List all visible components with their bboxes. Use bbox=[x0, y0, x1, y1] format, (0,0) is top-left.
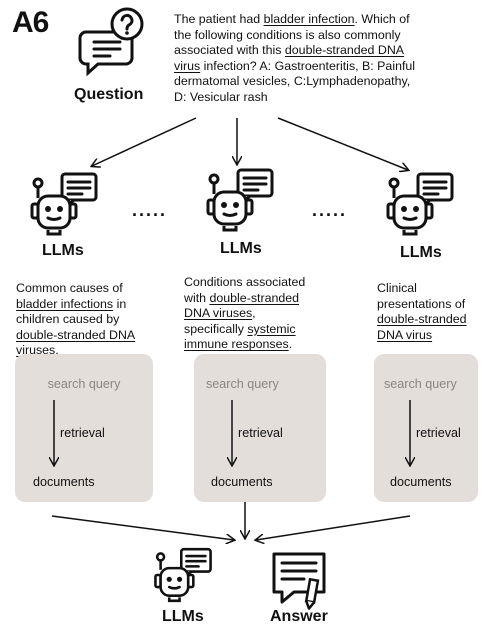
question-line: D: Vesicular rash bbox=[174, 90, 474, 106]
text-segment: infection? A: Gastroenteritis, B: Painfu… bbox=[200, 58, 416, 73]
text-segment: in bbox=[113, 296, 127, 311]
llm-robot-icon-2 bbox=[204, 168, 276, 232]
search-query-label: search query bbox=[384, 377, 457, 391]
question-chat-icon bbox=[78, 7, 144, 77]
underlined-term: double-stranded bbox=[209, 290, 300, 305]
subquery-line: DNA viruses, bbox=[184, 306, 305, 322]
underlined-term: virus bbox=[174, 58, 201, 73]
answer-label: Answer bbox=[270, 608, 328, 625]
subquery-line: Conditions associated bbox=[184, 275, 305, 291]
search-query-label: search query bbox=[47, 377, 121, 391]
question-line: dermatomal vesicles, C:Lymphadenopathy, bbox=[174, 74, 474, 90]
text-segment: associated with this bbox=[174, 43, 285, 58]
retrieval-box-3: search query retrieval documents bbox=[374, 354, 478, 502]
final-llm-robot-icon bbox=[152, 546, 214, 604]
retrieval-box-2: search query retrieval documents bbox=[194, 354, 326, 502]
text-segment: children caused by bbox=[16, 312, 120, 327]
underlined-term: double-stranded bbox=[377, 312, 467, 327]
text-segment: . Which of bbox=[354, 12, 410, 26]
question-text: The patient had bladder infection. Which… bbox=[174, 12, 474, 106]
underlined-term: viruses bbox=[16, 343, 56, 358]
retrieval-label: retrieval bbox=[60, 426, 105, 440]
subquery-line: specifically systemic bbox=[184, 322, 305, 338]
text-segment: dermatomal vesicles, C:Lymphadenopathy, bbox=[174, 74, 411, 89]
text-segment: with bbox=[184, 290, 210, 305]
documents-label: documents bbox=[390, 475, 452, 489]
subquery-line: double-stranded bbox=[377, 312, 467, 328]
final-llm-label: LLMs bbox=[162, 608, 204, 625]
underlined-term: immune responses bbox=[184, 337, 289, 352]
llm-robot-icon-3 bbox=[384, 172, 456, 236]
underlined-term: double-stranded DNA bbox=[16, 327, 136, 342]
subquery-line: children caused by bbox=[16, 312, 135, 328]
question-line: The patient had bladder infection. Which… bbox=[174, 12, 474, 28]
figure-tag: A6 bbox=[12, 6, 49, 39]
text-segment: . bbox=[55, 343, 59, 358]
llm-label-1: LLMs bbox=[42, 242, 84, 259]
subquery-line: Clinical bbox=[377, 281, 467, 297]
documents-label: documents bbox=[211, 475, 273, 489]
search-query-label: search query bbox=[206, 377, 279, 391]
retrieval-box-1: search query retrieval documents bbox=[15, 354, 153, 502]
retrieval-label: retrieval bbox=[416, 426, 461, 440]
underlined-term: double-stranded DNA bbox=[284, 43, 405, 58]
text-segment: . bbox=[288, 337, 293, 352]
text-segment: presentations of bbox=[377, 296, 466, 311]
documents-label: documents bbox=[33, 475, 95, 489]
subquery-line: Common causes of bbox=[16, 281, 135, 297]
subquery-line: viruses. bbox=[16, 343, 135, 359]
subquery-line: with double-stranded bbox=[184, 291, 305, 307]
underlined-term: DNA viruses bbox=[184, 306, 253, 321]
underlined-term: DNA virus bbox=[377, 327, 433, 342]
answer-document-icon bbox=[272, 552, 326, 610]
llm-label-3: LLMs bbox=[400, 244, 442, 261]
subquery-line: immune responses. bbox=[184, 337, 305, 353]
question-label: Question bbox=[74, 86, 144, 103]
text-segment: , bbox=[252, 306, 256, 321]
text-segment: the following conditions is also commonl… bbox=[174, 27, 401, 42]
question-line: virus infection? A: Gastroenteritis, B: … bbox=[174, 59, 474, 75]
underlined-term: bladder infection bbox=[263, 12, 355, 26]
subquery-line: double-stranded DNA bbox=[16, 328, 135, 344]
llm-robot-icon-1 bbox=[28, 172, 100, 236]
subquery-line: presentations of bbox=[377, 297, 467, 313]
ellipsis-1: ..... bbox=[132, 200, 168, 220]
text-segment: specifically bbox=[184, 321, 248, 336]
text-segment: Common causes of bbox=[16, 281, 123, 295]
llm-label-2: LLMs bbox=[220, 240, 262, 257]
subquery-line: bladder infections in bbox=[16, 297, 135, 313]
subquery-line: DNA virus bbox=[377, 328, 467, 344]
text-segment: D: Vesicular rash bbox=[174, 89, 268, 104]
question-line: associated with this double-stranded DNA bbox=[174, 43, 474, 59]
text-segment: The patient had bbox=[174, 12, 264, 26]
underlined-term: systemic bbox=[247, 321, 296, 336]
underlined-term: bladder infections bbox=[16, 296, 114, 311]
text-segment: Conditions associated bbox=[184, 275, 306, 289]
ellipsis-2: ..... bbox=[312, 200, 348, 220]
question-line: the following conditions is also commonl… bbox=[174, 28, 474, 44]
text-segment: Clinical bbox=[377, 281, 417, 295]
retrieval-label: retrieval bbox=[238, 426, 283, 440]
